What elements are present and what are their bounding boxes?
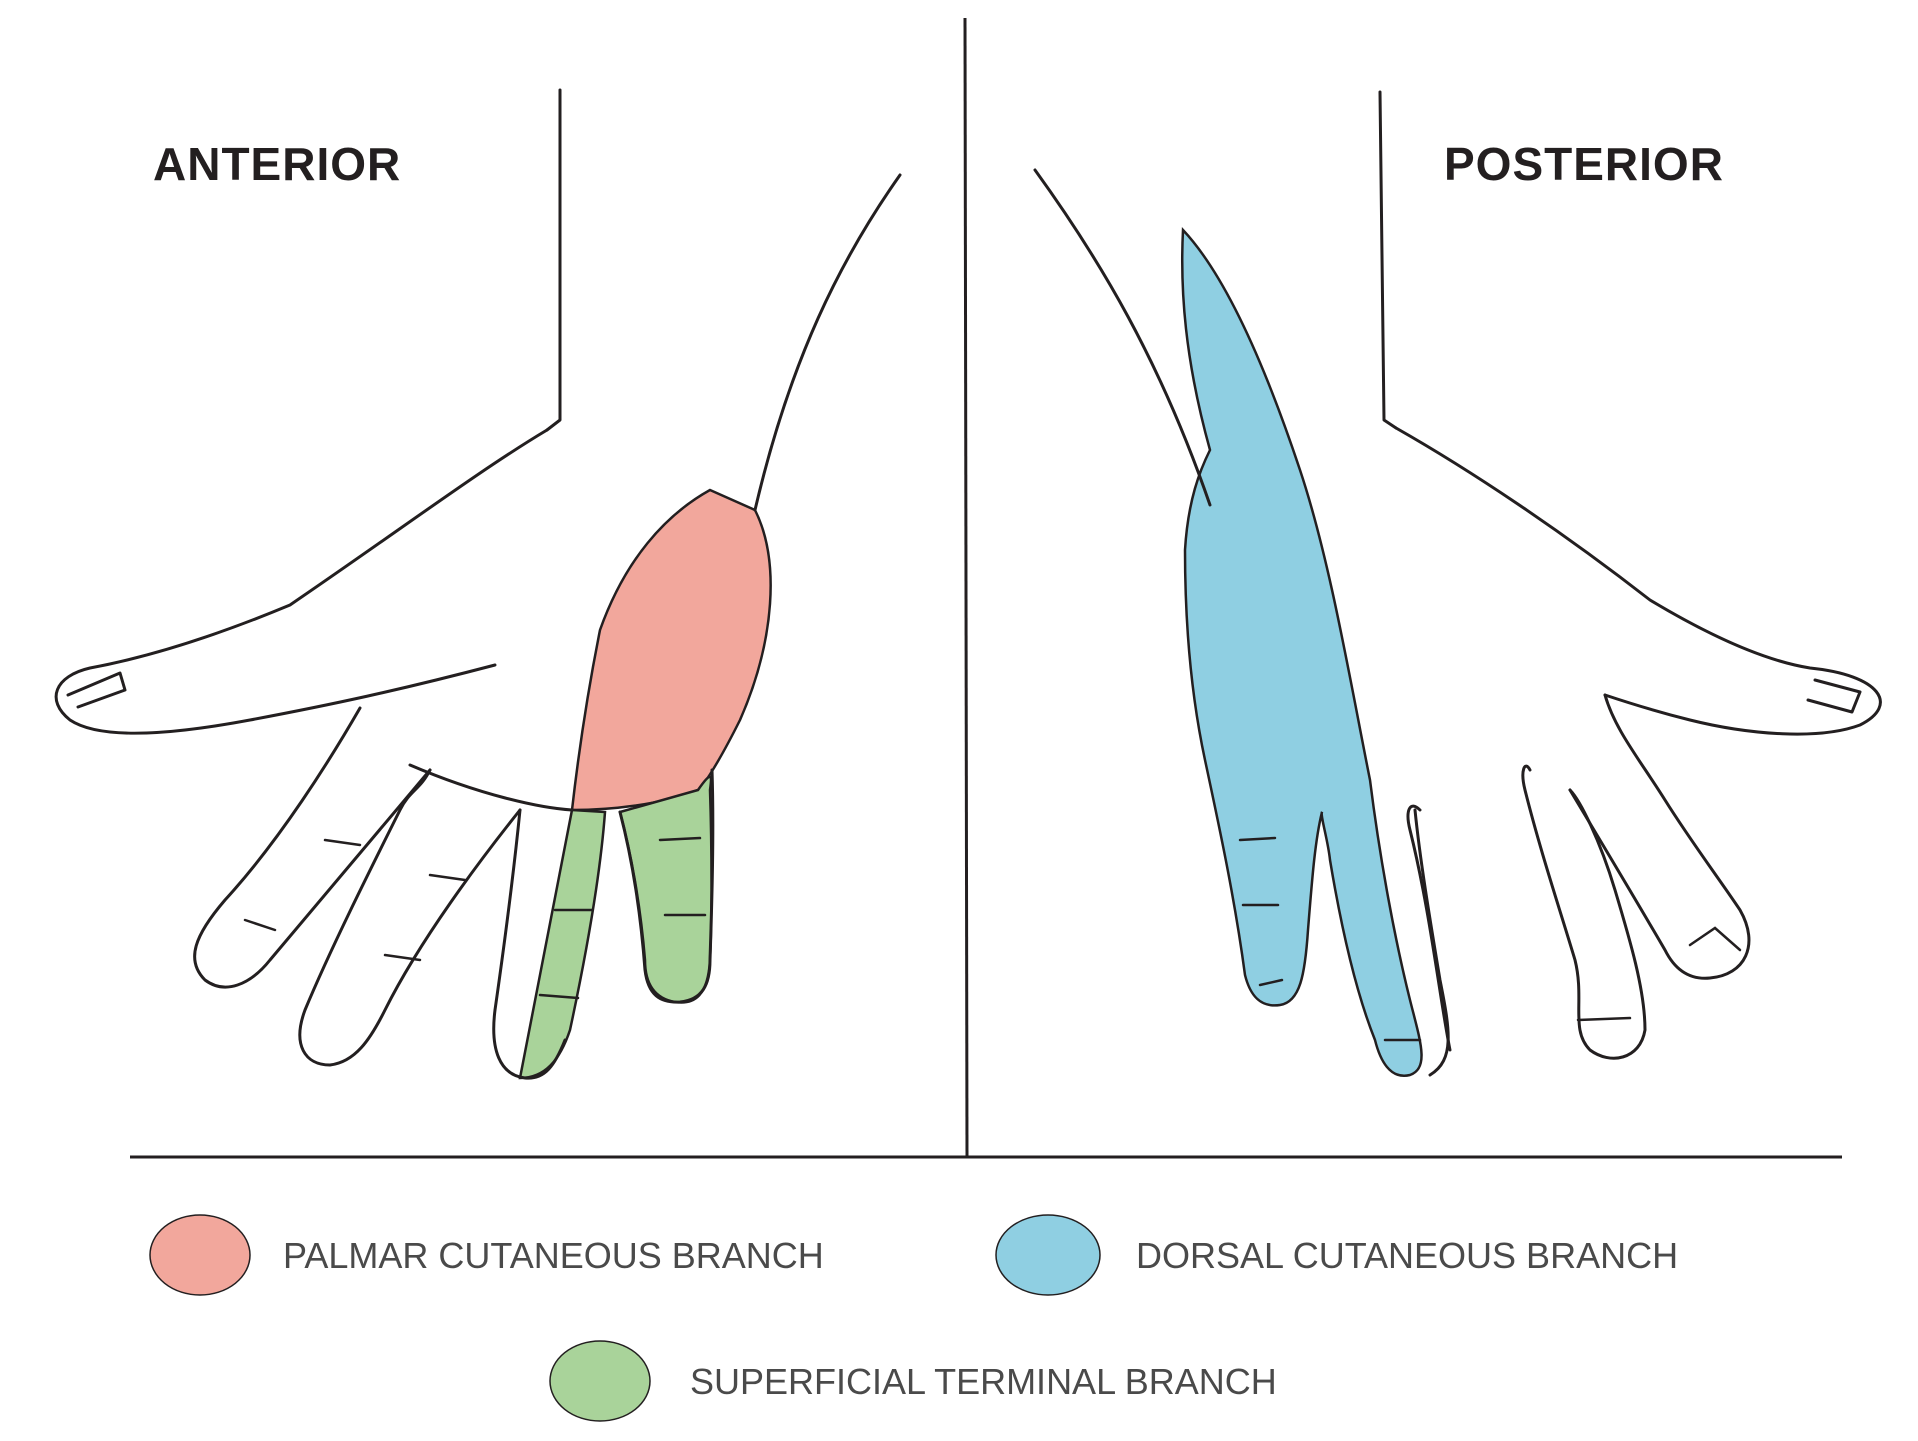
palmar-cutaneous-region — [570, 488, 772, 812]
legend-swatch-dorsal — [995, 1214, 1101, 1296]
superficial-terminal-region-little — [618, 775, 713, 1004]
legend: PALMAR CUTANEOUS BRANCH DORSAL CUTANEOUS… — [149, 1214, 1678, 1422]
legend-item-dorsal: DORSAL CUTANEOUS BRANCH — [995, 1214, 1678, 1296]
superficial-terminal-region-ring — [518, 808, 607, 1080]
legend-label-dorsal: DORSAL CUTANEOUS BRANCH — [1136, 1235, 1678, 1276]
dorsal-cutaneous-region — [1181, 227, 1423, 1077]
vertical-divider — [963, 17, 969, 1159]
anterior-title: ANTERIOR — [153, 138, 401, 190]
legend-swatch-palmar — [149, 1214, 251, 1296]
legend-item-palmar: PALMAR CUTANEOUS BRANCH — [149, 1214, 824, 1296]
posterior-title: POSTERIOR — [1444, 138, 1724, 190]
posterior-hand — [1033, 90, 1882, 1077]
legend-item-superficial: SUPERFICIAL TERMINAL BRANCH — [549, 1340, 1277, 1422]
legend-swatch-superficial — [549, 1340, 651, 1422]
legend-label-superficial: SUPERFICIAL TERMINAL BRANCH — [690, 1361, 1277, 1402]
anterior-hand — [54, 88, 902, 1080]
legend-label-palmar: PALMAR CUTANEOUS BRANCH — [283, 1235, 824, 1276]
